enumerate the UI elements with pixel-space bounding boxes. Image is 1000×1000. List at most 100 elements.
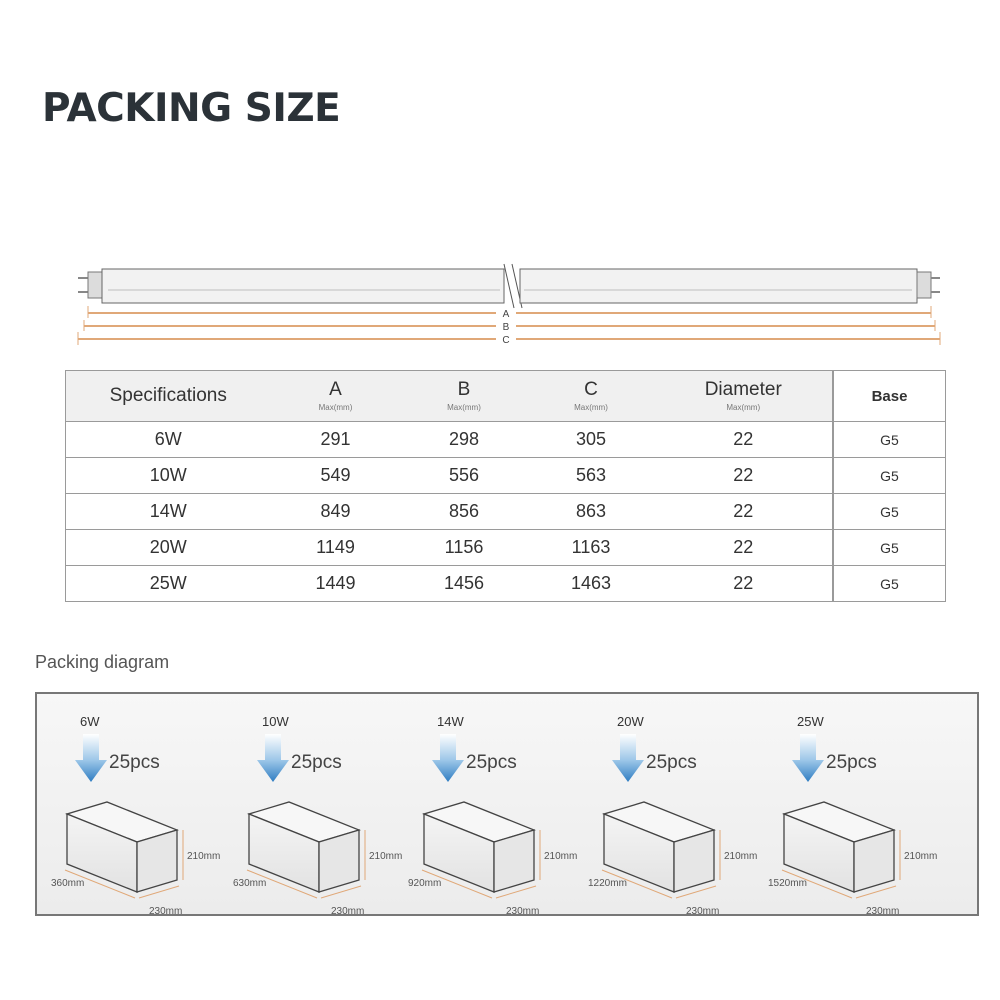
- down-arrow-icon: [792, 734, 824, 782]
- table-row: 6W 291 298 305 22 G5: [65, 421, 946, 458]
- header-diameter-unit: Max(mm): [726, 403, 761, 412]
- carton-end-face: [318, 829, 360, 893]
- header-c: C Max(mm): [527, 370, 655, 422]
- tube-left-segment: [101, 268, 505, 304]
- box-height-label: 210mm: [544, 851, 577, 862]
- carton-end-face: [493, 829, 535, 893]
- cell-c: 863: [527, 493, 655, 530]
- down-arrow-icon: [432, 734, 464, 782]
- header-diameter: Diameter Max(mm): [654, 370, 833, 422]
- carton-end-face: [673, 829, 715, 893]
- width-guide: [675, 885, 717, 899]
- box-length-label: 360mm: [51, 878, 84, 889]
- box-watt-label: 20W: [617, 714, 644, 729]
- header-c-unit: Max(mm): [574, 403, 608, 412]
- cell-a: 849: [270, 493, 401, 530]
- tube-drawing: A B C: [77, 263, 941, 346]
- down-arrow-icon: [75, 734, 107, 782]
- box-height-label: 210mm: [904, 851, 937, 862]
- table-row: 14W 849 856 863 22 G5: [65, 493, 946, 530]
- box-length-label: 630mm: [233, 878, 266, 889]
- carton-end-face: [136, 829, 178, 893]
- header-c-label: C: [584, 379, 598, 400]
- box-length-label: 1520mm: [768, 878, 807, 889]
- packing-box-1: 6W 25pcs 360mm 210mm 230mm: [51, 714, 220, 914]
- header-b-unit: Max(mm): [447, 403, 481, 412]
- header-a: A Max(mm): [270, 370, 401, 422]
- box-width-label: 230mm: [506, 906, 539, 914]
- packing-box-4: 20W 25pcs 1220mm 210mm 230mm: [588, 714, 757, 914]
- cell-c: 305: [527, 421, 655, 458]
- box-width-label: 230mm: [686, 906, 719, 914]
- width-guide: [138, 885, 180, 899]
- packing-box-5: 25W 25pcs 1520mm 210mm 230mm: [768, 714, 937, 914]
- header-diameter-label: Diameter: [704, 379, 782, 400]
- spec-table: Specifications A Max(mm) B Max(mm) C Max…: [65, 370, 946, 602]
- box-quantity-label: 25pcs: [826, 752, 877, 773]
- box-width-label: 230mm: [331, 906, 364, 914]
- cell-base: G5: [833, 421, 946, 458]
- break-mark-left: [503, 263, 515, 309]
- cell-diameter: 22: [654, 493, 833, 530]
- dimension-line-b: [83, 320, 936, 331]
- cell-diameter: 22: [654, 457, 833, 494]
- cell-spec: 10W: [65, 457, 271, 494]
- packing-box-2: 10W 25pcs 630mm 210mm 230mm: [233, 714, 402, 914]
- table-row: 25W 1449 1456 1463 22 G5: [65, 565, 946, 602]
- packing-diagram-panel: 6W 25pcs 360mm 210mm 230mm 10W 25pcs 630mm 210mm…: [35, 692, 979, 916]
- table-row: 10W 549 556 563 22 G5: [65, 457, 946, 494]
- table-header-row: Specifications A Max(mm) B Max(mm) C Max…: [65, 370, 946, 422]
- header-b: B Max(mm): [400, 370, 528, 422]
- box-height-label: 210mm: [369, 851, 402, 862]
- cell-a: 1149: [270, 529, 401, 566]
- header-a-label: A: [329, 379, 342, 400]
- table-row: 20W 1149 1156 1163 22 G5: [65, 529, 946, 566]
- cell-diameter: 22: [654, 421, 833, 458]
- packing-diagram-svg: 6W 25pcs 360mm 210mm 230mm 10W 25pcs 630mm 210mm…: [51, 714, 937, 914]
- cell-b: 1456: [400, 565, 528, 602]
- box-quantity-label: 25pcs: [646, 752, 697, 773]
- box-watt-label: 6W: [80, 714, 100, 729]
- dimension-line-c: [77, 332, 941, 345]
- box-watt-label: 10W: [262, 714, 289, 729]
- carton-end-face: [853, 829, 895, 893]
- packing-diagram-title: Packing diagram: [35, 652, 170, 672]
- dimension-label-b: B: [503, 322, 510, 333]
- width-guide: [320, 885, 362, 899]
- down-arrow-icon: [257, 734, 289, 782]
- length-guide: [421, 869, 493, 899]
- tube-right-segment: [519, 268, 918, 304]
- cell-b: 856: [400, 493, 528, 530]
- box-quantity-label: 25pcs: [109, 752, 160, 773]
- header-specifications: Specifications: [65, 370, 271, 422]
- dimension-label-c: C: [502, 335, 509, 346]
- box-quantity-label: 25pcs: [291, 752, 342, 773]
- left-end-cap: [87, 271, 103, 299]
- cell-spec: 20W: [65, 529, 271, 566]
- cell-a: 1449: [270, 565, 401, 602]
- cell-c: 563: [527, 457, 655, 494]
- page-title: PACKING SIZE: [42, 86, 341, 131]
- cell-diameter: 22: [654, 529, 833, 566]
- cell-c: 1463: [527, 565, 655, 602]
- box-height-label: 210mm: [187, 851, 220, 862]
- box-watt-label: 25W: [797, 714, 824, 729]
- dimension-line-a: [87, 306, 932, 318]
- header-base: Base: [833, 370, 946, 422]
- dimension-label-a: A: [503, 309, 510, 320]
- length-guide: [246, 869, 318, 899]
- box-width-label: 230mm: [866, 906, 899, 914]
- box-quantity-label: 25pcs: [466, 752, 517, 773]
- cell-b: 1156: [400, 529, 528, 566]
- cell-b: 298: [400, 421, 528, 458]
- length-guide: [64, 869, 136, 899]
- box-width-label: 230mm: [149, 906, 182, 914]
- box-height-label: 210mm: [724, 851, 757, 862]
- cell-base: G5: [833, 457, 946, 494]
- cell-diameter: 22: [654, 565, 833, 602]
- length-guide: [781, 869, 853, 899]
- box-length-label: 1220mm: [588, 878, 627, 889]
- cell-spec: 6W: [65, 421, 271, 458]
- right-end-cap: [916, 271, 932, 299]
